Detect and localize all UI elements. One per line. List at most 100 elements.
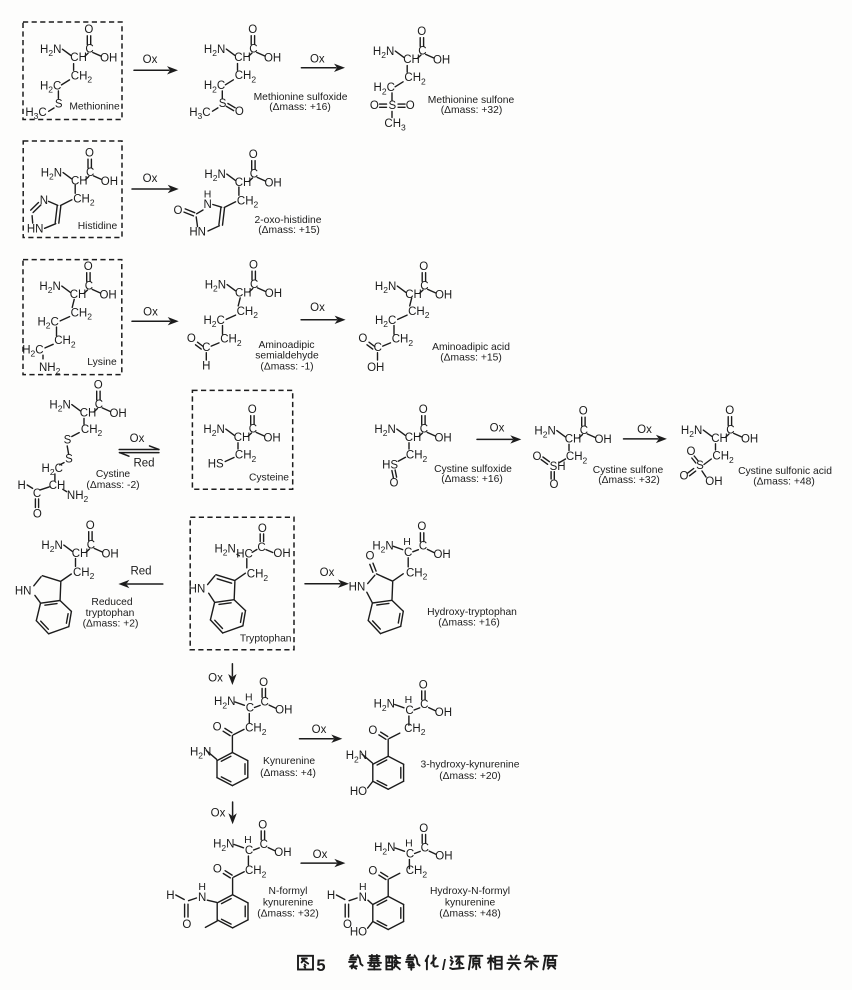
svg-text:O: O — [370, 100, 379, 112]
svg-text:O: O — [258, 819, 267, 831]
svg-text:Ox: Ox — [310, 54, 325, 66]
svg-text:O: O — [687, 446, 696, 458]
svg-text:(Δmass: +16): (Δmass: +16) — [438, 618, 500, 629]
svg-text:O: O — [84, 24, 93, 36]
svg-text:N-formyl: N-formyl — [269, 886, 308, 897]
svg-text:OH: OH — [101, 176, 118, 188]
svg-text:(Δmass: +15): (Δmass: +15) — [440, 353, 502, 364]
svg-text:O: O — [417, 521, 426, 533]
svg-text:Kynurenine: Kynurenine — [263, 756, 315, 767]
svg-text:O: O — [368, 725, 377, 737]
svg-text:(Δmass: +2): (Δmass: +2) — [83, 618, 139, 629]
svg-text:S: S — [64, 435, 72, 447]
svg-text:O: O — [249, 149, 258, 161]
svg-text:Ox: Ox — [313, 849, 328, 861]
svg-text:OH: OH — [275, 705, 292, 717]
svg-text:C: C — [726, 424, 734, 436]
svg-text:S: S — [388, 100, 396, 112]
svg-text:C: C — [421, 842, 429, 854]
svg-text:OH: OH — [435, 851, 452, 863]
svg-text:OH: OH — [263, 433, 280, 445]
svg-text:C: C — [406, 849, 414, 861]
svg-text:N: N — [203, 199, 211, 211]
svg-text:O: O — [86, 520, 95, 532]
svg-text:O: O — [419, 823, 428, 835]
svg-text:HO: HO — [350, 926, 367, 938]
svg-text:(Δmass: -2): (Δmass: -2) — [86, 480, 139, 491]
svg-text:Histidine: Histidine — [78, 221, 118, 232]
svg-text:Lysine: Lysine — [87, 357, 117, 368]
svg-text:Cystine: Cystine — [96, 469, 131, 480]
svg-text:C: C — [85, 280, 93, 292]
svg-text:O: O — [579, 406, 588, 418]
svg-text:Methionine sulfoxide: Methionine sulfoxide — [254, 92, 348, 103]
svg-text:HN: HN — [15, 585, 32, 597]
svg-text:HN: HN — [189, 227, 206, 239]
svg-text:O: O — [419, 261, 428, 273]
svg-text:semialdehyde: semialdehyde — [255, 351, 319, 362]
svg-text:S: S — [219, 98, 227, 110]
svg-text:C: C — [250, 168, 258, 180]
svg-text:S: S — [696, 460, 704, 472]
svg-text:(Δmass: +32): (Δmass: +32) — [257, 909, 319, 920]
svg-text:O: O — [33, 508, 42, 520]
svg-text:Ox: Ox — [312, 724, 327, 736]
svg-text:OH: OH — [109, 408, 126, 420]
svg-text:Ox: Ox — [130, 433, 145, 445]
svg-text:O: O — [187, 333, 196, 345]
svg-text:Red: Red — [130, 566, 151, 578]
svg-text:(Δmass: +15): (Δmass: +15) — [258, 225, 320, 236]
svg-text:Ox: Ox — [490, 423, 505, 435]
svg-text:O: O — [406, 100, 415, 112]
svg-text:O: O — [366, 550, 375, 562]
svg-text:OH: OH — [100, 53, 117, 65]
svg-text:HO: HO — [350, 786, 367, 798]
svg-text:OH: OH — [101, 549, 118, 561]
svg-text:O: O — [680, 471, 689, 483]
svg-text:OH: OH — [274, 847, 291, 859]
svg-text:C: C — [86, 167, 94, 179]
svg-text:(Δmass: +4): (Δmass: +4) — [260, 768, 316, 779]
svg-text:C: C — [260, 839, 268, 851]
svg-text:Ox: Ox — [143, 173, 158, 185]
svg-text:5: 5 — [316, 957, 325, 975]
svg-text:O: O — [94, 380, 103, 392]
svg-text:(Δmass: -1): (Δmass: -1) — [260, 361, 313, 372]
svg-text:O: O — [368, 865, 377, 877]
svg-text:O: O — [85, 148, 94, 160]
svg-text:OH: OH — [435, 707, 452, 719]
svg-text:O: O — [174, 205, 183, 217]
svg-text:C: C — [418, 45, 426, 57]
svg-text:C: C — [420, 699, 428, 711]
svg-text:OH: OH — [367, 362, 384, 374]
svg-text:C: C — [420, 280, 428, 292]
svg-text:Ox: Ox — [320, 567, 335, 579]
svg-text:(Δmass: +20): (Δmass: +20) — [439, 771, 501, 782]
svg-text:Hydroxy-tryptophan: Hydroxy-tryptophan — [427, 607, 517, 618]
svg-text:Ox: Ox — [208, 673, 223, 685]
svg-text:O: O — [390, 478, 399, 490]
svg-text:H: H — [202, 361, 210, 373]
svg-text:Tryptophan: Tryptophan — [240, 634, 292, 645]
svg-text:O: O — [533, 451, 542, 463]
svg-text:C: C — [249, 43, 257, 55]
svg-text:C: C — [246, 703, 254, 715]
svg-text:O: O — [213, 721, 222, 733]
svg-text:Ox: Ox — [310, 302, 325, 314]
svg-text:O: O — [84, 261, 93, 273]
svg-text:C: C — [249, 423, 257, 435]
svg-text:S: S — [55, 98, 63, 110]
svg-text:O: O — [550, 479, 559, 491]
svg-text:(Δmass: +16): (Δmass: +16) — [269, 102, 331, 113]
svg-text:O: O — [182, 919, 191, 931]
svg-text:O: O — [417, 26, 426, 38]
svg-text:C: C — [419, 541, 427, 553]
svg-text:C: C — [580, 425, 588, 437]
svg-text:O: O — [358, 333, 367, 345]
svg-text:O: O — [248, 24, 257, 36]
svg-text:Ox: Ox — [637, 424, 652, 436]
svg-text:HN: HN — [189, 583, 206, 595]
svg-text:C: C — [420, 423, 428, 435]
svg-text:Hydroxy-N-formyl: Hydroxy-N-formyl — [430, 886, 510, 897]
svg-text:Aminoadipic acid: Aminoadipic acid — [432, 342, 510, 353]
